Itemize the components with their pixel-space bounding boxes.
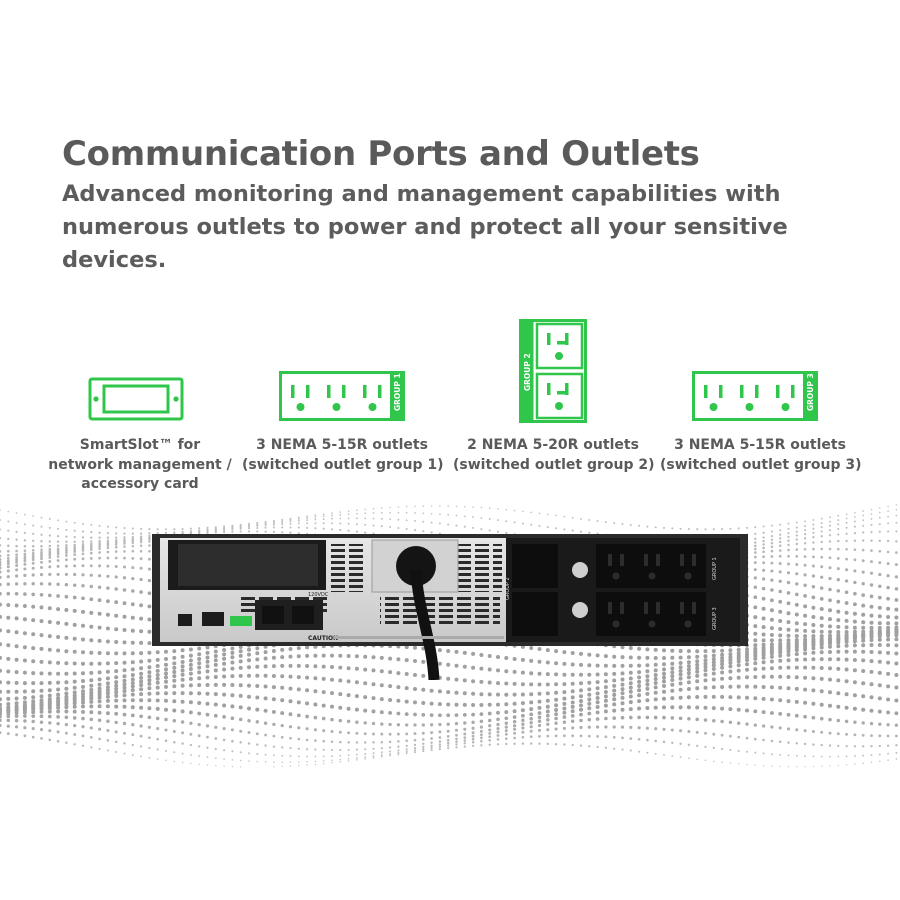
page-subtitle: Advanced monitoring and management capab… <box>62 181 788 273</box>
ups-rear-panel-image: 120VDC GROUP 2 GROUP 1 GROUP 3 CAUTION <box>152 534 748 680</box>
caution-label: CAUTION <box>308 635 338 642</box>
nema-5-15r-outlet-strip-icon: GROUP 3 <box>692 371 818 421</box>
panel-group-1-label: GROUP 1 <box>712 557 718 580</box>
smartslot-caption: SmartSlot™ for network management / acce… <box>48 437 232 492</box>
group-2-badge: GROUP 2 <box>523 353 532 391</box>
outlet-group-2-caption: 2 NEMA 5-20R outlets (switched outlet gr… <box>453 437 655 473</box>
outlet-group-3-caption: 3 NEMA 5-15R outlets (switched outlet gr… <box>660 437 862 473</box>
outlet-group-1-caption: 3 NEMA 5-15R outlets (switched outlet gr… <box>242 437 444 473</box>
page-title: Communication Ports and Outlets <box>62 134 700 174</box>
smartslot-card-icon <box>88 377 184 421</box>
panel-group-2-label: GROUP 2 <box>505 577 511 600</box>
voltage-label: 120VDC <box>308 592 329 598</box>
nema-5-20r-outlet-pair-icon: GROUP 2 <box>519 319 587 423</box>
group-1-badge: GROUP 1 <box>393 373 402 411</box>
nema-5-15r-outlet-strip-icon: GROUP 1 <box>279 371 405 421</box>
group-3-badge: GROUP 3 <box>806 373 815 411</box>
panel-group-3-label: GROUP 3 <box>712 607 718 630</box>
